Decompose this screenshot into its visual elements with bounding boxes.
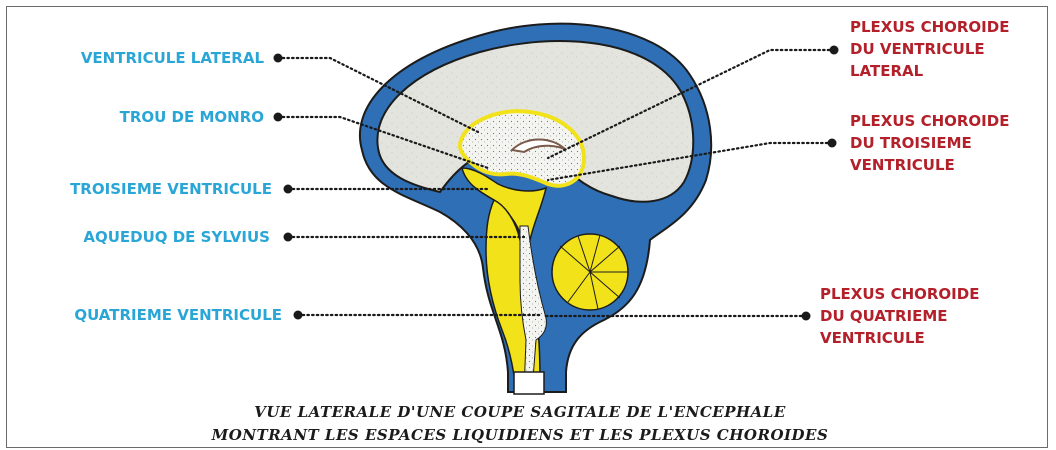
label-plexus-ventricule-lateral: PLEXUS CHOROIDE DU VENTRICULE LATERAL — [850, 18, 1009, 80]
label-quatrieme-ventricule: QUATRIEME VENTRICULE — [74, 306, 282, 324]
label-line: VENTRICULE — [850, 156, 955, 174]
label-ventricule-lateral: VENTRICULE LATERAL — [81, 49, 265, 67]
caption-line-1: VUE LATERALE D'UNE COUPE SAGITALE DE L'E… — [254, 403, 786, 421]
label-line: PLEXUS CHOROIDE — [820, 285, 979, 303]
label-line: DU TROISIEME — [850, 134, 972, 152]
label-plexus-troisieme-ventricule: PLEXUS CHOROIDE DU TROISIEME VENTRICULE — [850, 112, 1009, 174]
cerebellum — [552, 234, 628, 310]
label-line: DU VENTRICULE — [850, 40, 985, 58]
label-troisieme-ventricule: TROISIEME VENTRICULE — [70, 180, 272, 198]
spinal-canal — [514, 372, 544, 394]
label-line: PLEXUS CHOROIDE — [850, 112, 1009, 130]
label-plexus-quatrieme-ventricule: PLEXUS CHOROIDE DU QUATRIEME VENTRICULE — [820, 285, 979, 347]
label-line: VENTRICULE — [820, 329, 925, 347]
label-line: PLEXUS CHOROIDE — [850, 18, 1009, 36]
caption-line-2: MONTRANT LES ESPACES LIQUIDIENS ET LES P… — [211, 426, 829, 444]
label-aqueduq-de-sylvius: AQUEDUQ DE SYLVIUS — [83, 228, 270, 246]
label-line: DU QUATRIEME — [820, 307, 948, 325]
label-line: LATERAL — [850, 62, 924, 80]
label-trou-de-monro: TROU DE MONRO — [120, 108, 264, 126]
